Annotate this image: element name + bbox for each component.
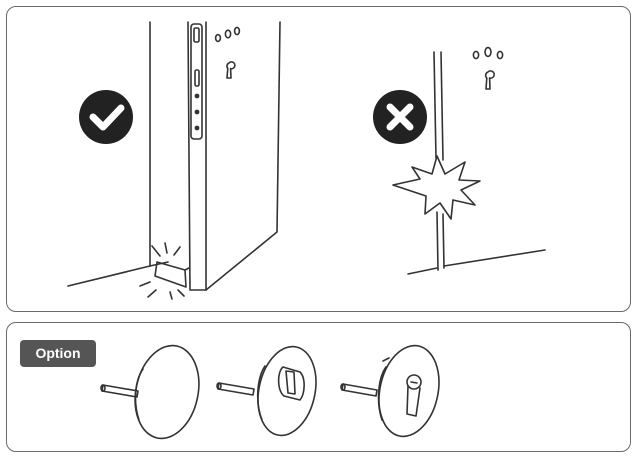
option-knob-thumbturn <box>216 345 317 437</box>
door-keyhole <box>226 61 236 79</box>
wall-keyhole <box>484 70 495 90</box>
option-knob-cylinder <box>340 344 440 438</box>
correct-door-scene <box>67 21 281 300</box>
option-badge: Option <box>20 340 96 367</box>
lock-strip <box>190 23 203 140</box>
floor-line-right <box>407 267 438 275</box>
impact-burst <box>392 155 481 220</box>
door-stopper <box>154 261 187 288</box>
option-knob-solid <box>100 344 200 440</box>
door-edge <box>433 51 437 159</box>
top-panel <box>6 6 631 312</box>
incorrect-wall-scene <box>392 46 546 275</box>
floor-line-left <box>67 265 151 287</box>
cross-icon <box>373 90 427 144</box>
check-icon <box>79 90 133 144</box>
